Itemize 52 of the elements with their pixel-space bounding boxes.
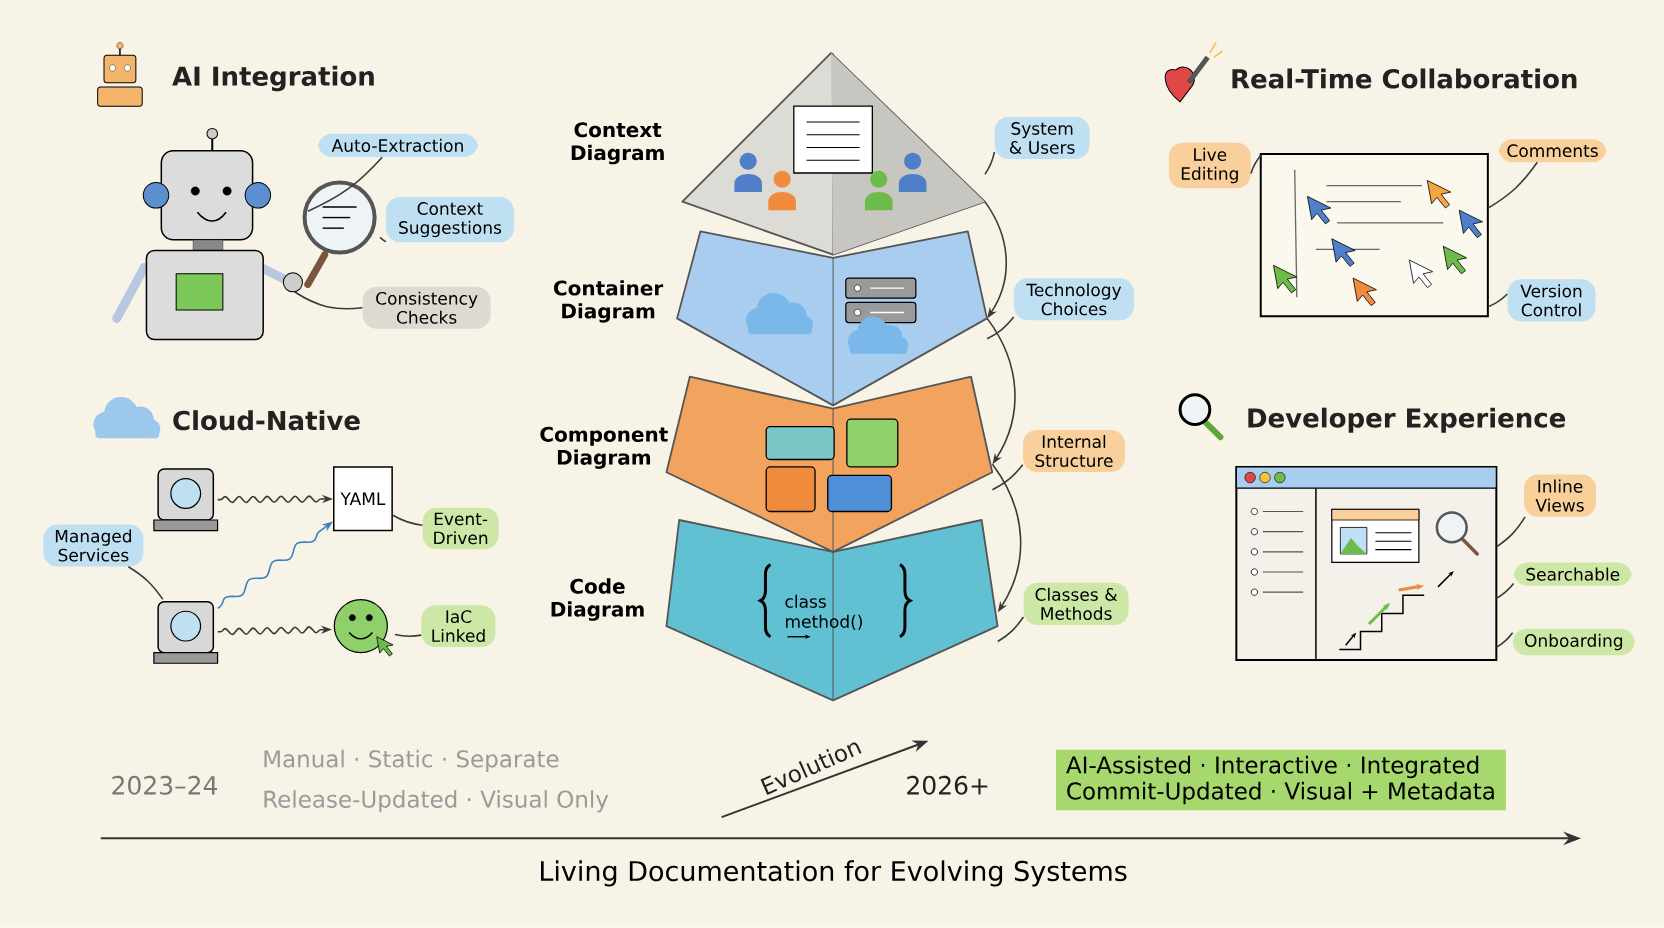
layer-label: Component Diagram: [540, 427, 668, 470]
leader-line: [127, 566, 164, 601]
callout-bubble: Technology Choices: [1013, 278, 1134, 321]
leader-line: [1487, 161, 1539, 210]
callout-bubble: Auto-Extraction: [317, 134, 478, 158]
server-drawing: [153, 468, 219, 532]
callout-bubble: Inline Views: [1524, 474, 1596, 517]
leader-line: [307, 156, 383, 213]
callout-bubble: System & Users: [994, 117, 1090, 160]
leader-line: [986, 316, 1015, 340]
leader-line: [1487, 293, 1509, 308]
leader-line: [379, 236, 387, 243]
leader-line: [394, 634, 423, 638]
magnifier-drawing: [302, 180, 377, 289]
highlight-band: AI-Assisted · Interactive · Integrated Commit-Updated · Visual + Metadata: [1055, 750, 1506, 811]
leader-line: [996, 616, 1025, 643]
callout-bubble: Version Control: [1507, 279, 1596, 322]
section-heading: Real-Time Collaboration: [1232, 68, 1577, 89]
robot-drawing: [112, 128, 303, 341]
callout-bubble: Classes & Methods: [1023, 583, 1129, 626]
leader-line: [1495, 516, 1526, 548]
feature-list: Manual · Static · Separate: [264, 750, 559, 773]
section-heading: Cloud-Native: [173, 410, 360, 431]
diagram-title: Living Documentation for Evolving Systems: [541, 860, 1127, 887]
section-heading: AI Integration: [172, 66, 374, 92]
app-window-drawing: [1235, 466, 1498, 662]
year-label: 2023–24: [112, 776, 218, 795]
leader-line: [1495, 583, 1515, 600]
callout-bubble: Comments: [1498, 139, 1607, 163]
layer-label: Context Diagram: [571, 122, 664, 165]
callout-bubble: Onboarding: [1512, 629, 1635, 656]
shared-canvas-drawing: [1259, 153, 1489, 318]
leader-line: [1495, 632, 1514, 649]
callout-bubble: Internal Structure: [1022, 430, 1125, 473]
leader-line: [991, 464, 1024, 491]
leader-line: [984, 151, 996, 176]
callout-bubble: Consistency Checks: [362, 286, 491, 330]
feature-list: Release-Updated · Visual Only: [264, 790, 609, 813]
callout-bubble: IaC Linked: [421, 605, 496, 648]
year-label: 2026+: [907, 776, 988, 795]
server-drawing: [153, 601, 219, 665]
leader-line: [294, 291, 364, 310]
callout-bubble: Live Editing: [1168, 143, 1251, 189]
pyramid-layer-drawing: class method(): [665, 519, 999, 702]
layer-label: Container Diagram: [554, 280, 664, 323]
smiley-drawing: [333, 599, 394, 657]
leader-line: [1250, 155, 1262, 175]
layer-label: Code Diagram: [551, 578, 644, 622]
leader-line: [392, 514, 424, 527]
callout-bubble: Context Suggestions: [385, 197, 514, 243]
section-heading: Developer Experience: [1248, 407, 1566, 434]
callout-bubble: Managed Services: [43, 524, 144, 567]
